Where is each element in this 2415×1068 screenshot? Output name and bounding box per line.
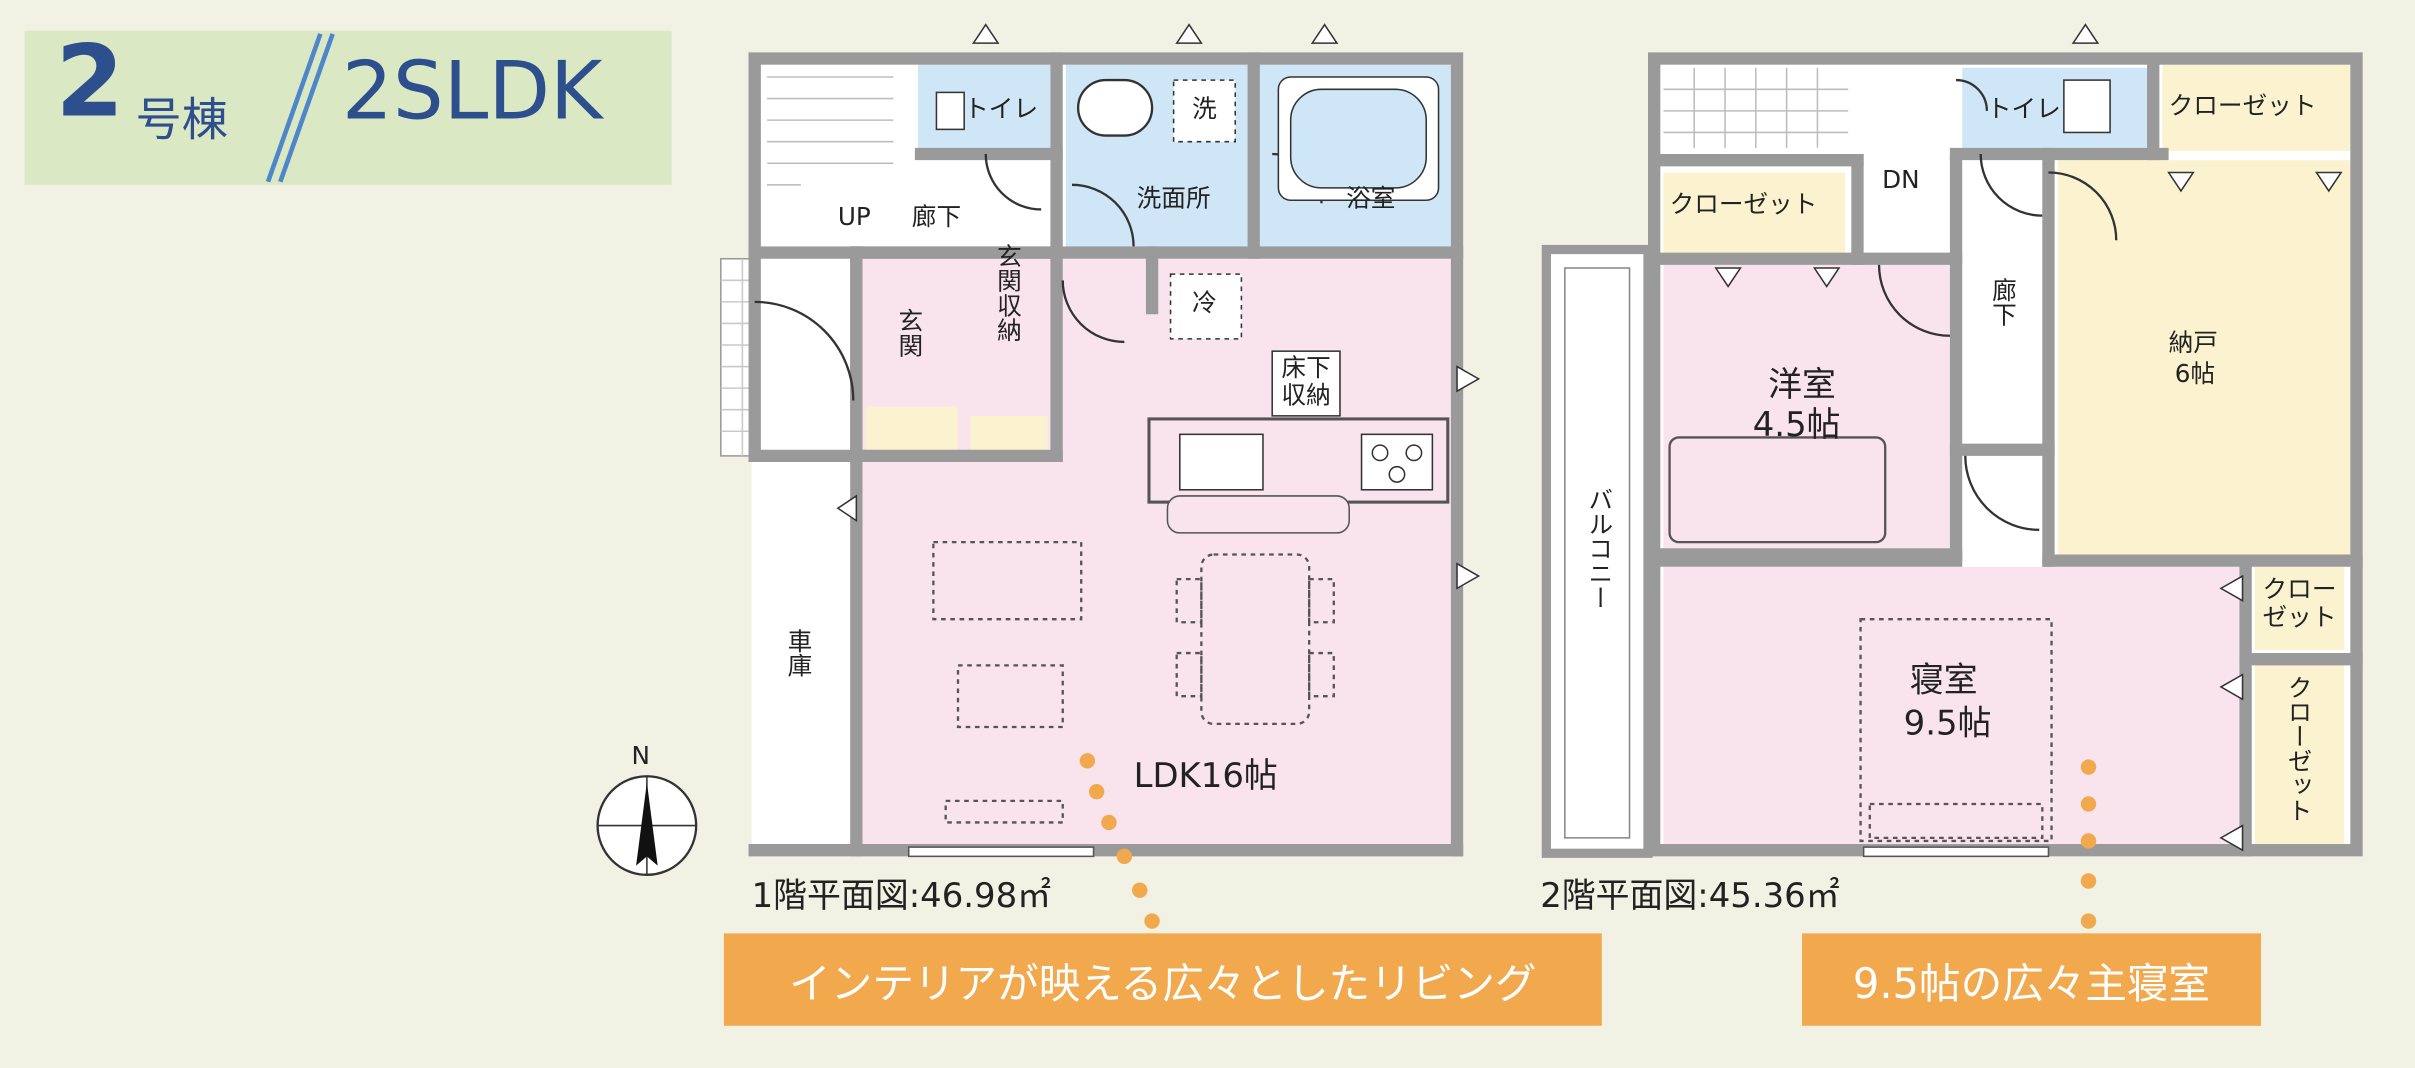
f2-corridor-label: 廊下 <box>1987 277 2017 327</box>
f2-toilet-label: トイレ <box>1986 93 2061 124</box>
compass-north-label: N <box>631 740 650 771</box>
floor2-plan <box>1541 23 2363 858</box>
f1-fridge-label: 冷 <box>1192 288 1217 318</box>
building-unit: 号棟 <box>135 93 228 148</box>
floor1-plan <box>720 23 1481 858</box>
f1-area-label: 1階平面図:46.98㎡ <box>751 877 1052 917</box>
f2-closet-small-label: クローゼット <box>2262 574 2337 633</box>
f2-storeroom-size: 6帖 <box>2174 358 2216 389</box>
title-box <box>24 30 672 185</box>
f1-underfloor-storage-label: 床下収納 <box>1281 352 1331 411</box>
f1-bath-label: 浴室 <box>1346 183 1396 213</box>
title-divider <box>265 33 335 183</box>
f1-washroom-label: 洗面所 <box>1136 183 1211 213</box>
building-number: 2 <box>55 26 125 141</box>
f2-closet-western-label: クローゼット <box>1669 189 1818 219</box>
f2-balcony-label: バルコニー <box>1583 486 1614 610</box>
f2-bedroom-size: 9.5帖 <box>1903 705 1992 744</box>
f1-entrance-label: 玄関 <box>893 308 924 358</box>
ldk-floor <box>856 258 1461 851</box>
living-callout-banner: インテリアが映える広々としたリビング <box>723 933 1602 1026</box>
bedroom-callout-banner: 9.5帖の広々主寝室 <box>1802 933 2262 1026</box>
f1-entrance-storage-label: 玄関収納 <box>992 243 1022 342</box>
f2-dn-label: DN <box>1882 164 1920 195</box>
f2-bedroom-label: 寝室 <box>1909 662 1978 701</box>
f1-up-label: UP <box>837 201 871 232</box>
f1-washer-label: 洗 <box>1192 93 1217 124</box>
compass-icon <box>596 775 698 876</box>
f1-corridor-label: 廊下 <box>911 201 962 232</box>
f2-storeroom-label: 納戸 <box>2168 328 2218 358</box>
guide-dots <box>1079 753 2097 929</box>
f2-closet-tall-label: クローゼット <box>2283 674 2313 823</box>
f1-garage-label: 車庫 <box>783 628 813 678</box>
f2-closet-top-label: クローゼット <box>2168 90 2317 121</box>
f1-ldk-label: LDK16帖 <box>1133 757 1278 797</box>
f2-western-room-label: 洋室 <box>1768 366 1836 406</box>
f1-toilet-label: トイレ <box>964 93 1039 124</box>
f2-area-label: 2階平面図:45.36㎡ <box>1540 877 1840 917</box>
layout-type: 2SLDK <box>341 46 603 139</box>
f2-western-size: 4.5帖 <box>1752 406 1841 446</box>
